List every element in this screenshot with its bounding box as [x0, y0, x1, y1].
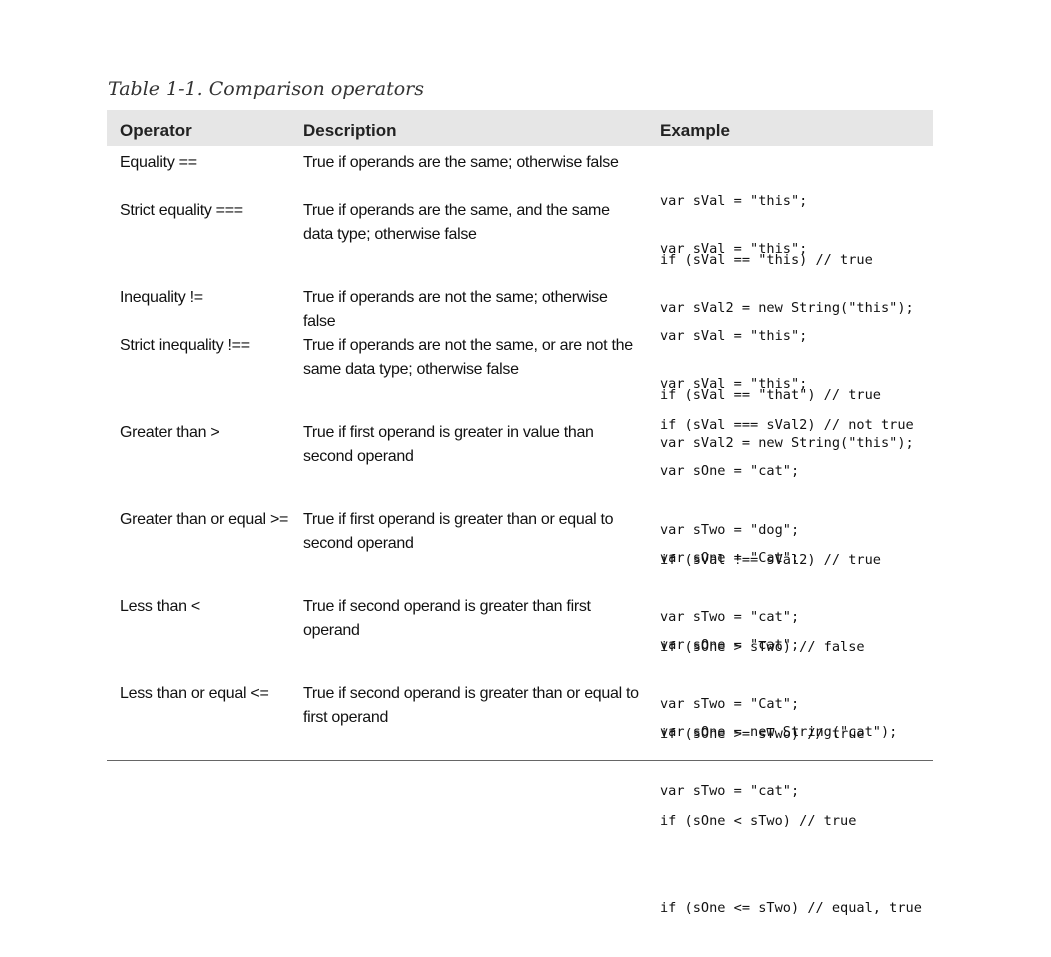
- comparison-operators-table: Operator Description Example Equality ==…: [107, 110, 933, 916]
- operator-cell: Equality ==: [120, 154, 197, 171]
- code-line: if (sOne >= sTwo) // true: [660, 725, 865, 742]
- code-line: var sOne = "cat";: [660, 637, 800, 653]
- description-cell: True if second operand is greater than o…: [303, 685, 639, 726]
- code-line: if (sVal == "that") // true: [660, 386, 881, 403]
- code-line: if (sVal == "this) // true: [660, 251, 873, 268]
- example-cell: var sOne = new String("cat"); var sTwo =…: [660, 684, 922, 957]
- code-line: var sVal = "this";: [660, 328, 808, 344]
- table-row: Strict equality === True if operands are…: [107, 199, 933, 433]
- table-caption: Table 1-1. Comparison operators: [108, 78, 424, 100]
- example-cell: var sVal = "this"; if (sVal == "that") /…: [660, 288, 881, 444]
- code-line: var sOne = "cat";: [660, 463, 800, 479]
- description-cell: True if operands are the same, and the s…: [303, 202, 610, 243]
- code-line: var sTwo = "cat";: [660, 782, 800, 799]
- operator-cell: Greater than >: [120, 424, 220, 441]
- description-cell: True if operands are the same; otherwise…: [303, 154, 619, 171]
- code-line: var sTwo = "Cat";: [660, 695, 800, 712]
- table-row: Greater than or equal >= True if first o…: [107, 508, 933, 742]
- table-row: Greater than > True if first operand is …: [107, 421, 933, 655]
- description-cell: True if operands are not the same, or ar…: [303, 337, 633, 378]
- code-line: if (sOne > sTwo) // false: [660, 638, 865, 655]
- code-line: if (sVal !== sVal2) // true: [660, 551, 881, 568]
- description-cell: True if operands are not the same; other…: [303, 289, 608, 330]
- code-line: var sOne = new String("cat");: [660, 724, 898, 740]
- header-example: Example: [660, 121, 730, 140]
- code-line: var sVal = "this";: [660, 193, 808, 209]
- description-cell: True if second operand is greater than f…: [303, 598, 591, 639]
- operator-cell: Inequality !=: [120, 289, 203, 306]
- table-row: Less than or equal <= True if second ope…: [107, 682, 933, 916]
- operator-cell: Less than <: [120, 598, 200, 615]
- operator-cell: Greater than or equal >=: [120, 511, 289, 528]
- table-row: Less than < True if second operand is gr…: [107, 595, 933, 829]
- code-line: var sTwo = "cat";: [660, 608, 800, 625]
- code-line: var sOne = "Cat";: [660, 550, 800, 566]
- code-line: var sTwo = "dog";: [660, 521, 800, 538]
- code-line: if (sOne <= sTwo) // equal, true: [660, 899, 922, 916]
- code-line: var sVal2 = new String("this");: [660, 434, 914, 451]
- example-cell: var sVal = "this"; var sVal2 = new Strin…: [660, 201, 914, 474]
- operator-cell: Strict equality ===: [120, 202, 243, 219]
- operator-cell: Less than or equal <=: [120, 685, 269, 702]
- table-row: Strict inequality !== True if operands a…: [107, 334, 933, 568]
- header-operator: Operator: [120, 121, 192, 140]
- example-cell: var sVal = "this"; var sVal2 = new Strin…: [660, 336, 914, 609]
- example-cell: var sVal = "this"; if (sVal == "this) //…: [660, 153, 873, 309]
- description-cell: True if first operand is greater than or…: [303, 511, 614, 552]
- code-line: var sVal = "this";: [660, 241, 808, 257]
- table-row: Inequality != True if operands are not t…: [107, 286, 933, 403]
- code-line: if (sVal === sVal2) // not true: [660, 416, 914, 433]
- table-bottom-rule: [107, 760, 933, 761]
- description-cell: True if first operand is greater in valu…: [303, 424, 594, 465]
- header-description: Description: [303, 121, 397, 140]
- table-header: Operator Description Example: [107, 110, 933, 146]
- table-row: Equality == True if operands are the sam…: [107, 151, 933, 268]
- code-line: var sVal2 = new String("this");: [660, 299, 914, 316]
- example-cell: var sOne = "Cat"; var sTwo = "cat"; if (…: [660, 510, 865, 783]
- code-line: var sVal = "this";: [660, 376, 808, 392]
- operator-cell: Strict inequality !==: [120, 337, 250, 354]
- example-cell: var sOne = "cat"; var sTwo = "dog"; if (…: [660, 423, 865, 696]
